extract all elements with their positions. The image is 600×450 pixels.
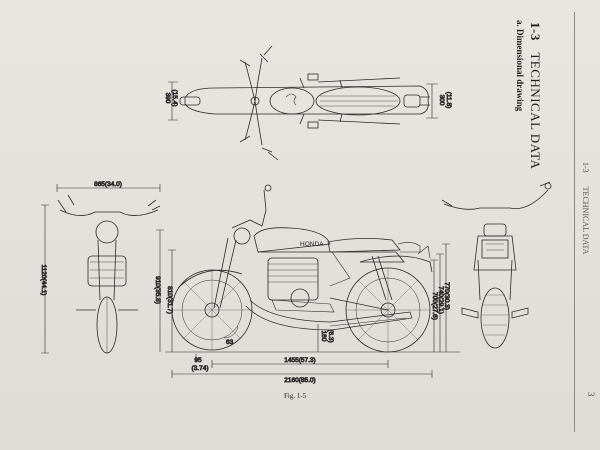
dim-rear-c: 770(30.3) [443,282,450,310]
dim-overall-height: 1120(44.1) [40,265,47,296]
page-margin-rule [574,12,575,432]
dim-handle-height: 910(35.8) [154,276,161,304]
front-view [41,184,161,354]
dim-overall-length: 2160(85.0) [284,377,315,384]
dim-top-right-in: (11.8) [445,92,452,109]
figure-caption: Fig. 1-5 [284,392,307,400]
dim-rear-a: 700(27.6) [431,292,438,320]
dim-ground-clearance: 160 [320,331,327,342]
dim-top-right: 300 [438,95,445,106]
rear-view [441,181,552,349]
dim-top-width: 390 [164,93,171,104]
dim-front-offset-in: (3.74) [192,365,209,372]
dim-seat-height: 810(31.7) [166,286,173,314]
dim-rear-b: 740(29.1) [437,286,444,314]
dim-overall-width: 865(34.0) [94,181,122,188]
dim-top-width-in: (15.4) [171,90,178,107]
dim-front-angle: 63 [226,339,234,346]
dim-ground-clearance-in: (6.3) [327,329,334,342]
tank-brand: HONDA [300,241,324,248]
dim-wheelbase: 1455(57.3) [284,357,315,364]
side-view [156,184,460,378]
dim-front-offset: 95 [194,357,202,364]
top-view [168,45,438,161]
